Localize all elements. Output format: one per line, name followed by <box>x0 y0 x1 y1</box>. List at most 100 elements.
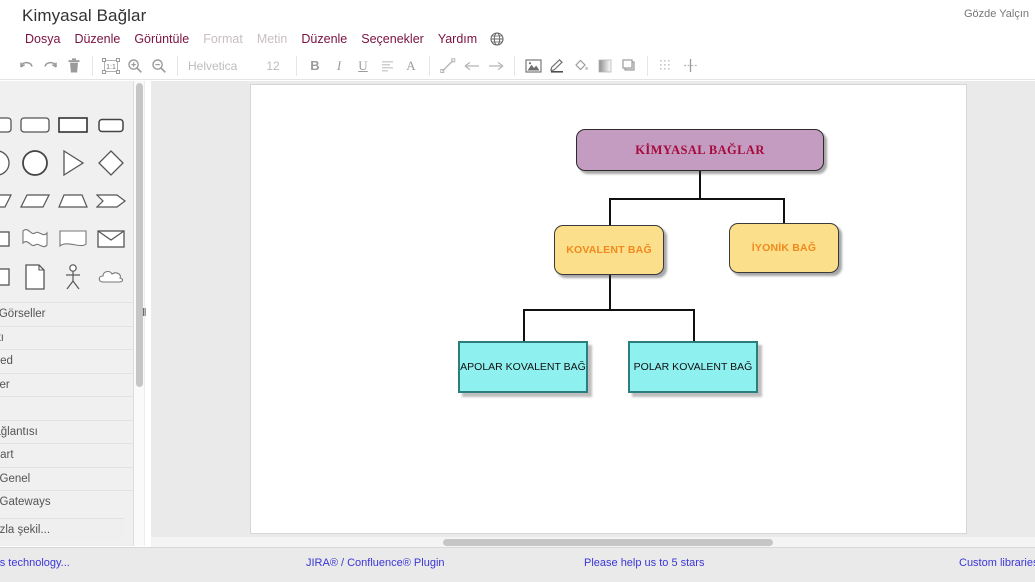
rectangle-shape <box>0 231 10 247</box>
toolbar-divider <box>296 55 297 76</box>
triangle-shape <box>63 149 85 177</box>
shape-diamond[interactable] <box>92 144 130 182</box>
list-item[interactable]: N Genel <box>0 466 133 490</box>
list-item[interactable]: chart <box>0 443 133 467</box>
list-item[interactable]: ıntı <box>0 325 133 349</box>
shape-actor[interactable] <box>54 258 92 296</box>
diagram-node-apolar-kovalent-bag[interactable]: APOLAR KOVALENT BAĞ <box>458 341 588 393</box>
sidebar-scrollbar-thumb[interactable] <box>136 83 143 387</box>
toolbar-divider <box>514 55 515 76</box>
canvas-horizontal-scrollbar-thumb[interactable] <box>443 539 773 546</box>
footer-link-jira-plugin[interactable]: JIRA® / Confluence® Plugin <box>306 557 445 569</box>
list-item[interactable]: eller <box>0 372 133 396</box>
canvas-area[interactable]: KİMYASAL BAĞLAR KOVALENT BAĞ İYONİK BAĞ … <box>151 81 1035 536</box>
image-icon <box>524 58 542 73</box>
shapes-sidebar[interactable]: & Görseller ıntı nced eller bağlantısı c… <box>0 81 134 546</box>
shape-envelope[interactable] <box>92 220 130 258</box>
rectangle-shape <box>0 268 10 286</box>
font-color-button[interactable]: A <box>399 55 423 77</box>
undo-button[interactable] <box>14 55 38 77</box>
menu-item-dosya[interactable]: Dosya <box>25 32 61 46</box>
shape-page[interactable] <box>16 258 54 296</box>
shape-rounded-rectangle[interactable] <box>16 106 54 144</box>
circle-shape <box>22 150 48 176</box>
shape-trapezoid[interactable] <box>54 182 92 220</box>
menu-item-format: Format <box>203 32 243 46</box>
page-shape <box>25 264 45 290</box>
toolbar-divider <box>177 55 178 76</box>
italic-button[interactable]: I <box>327 55 351 77</box>
globe-icon <box>490 32 504 46</box>
arrow-left-button[interactable] <box>460 55 484 77</box>
arrow-right-button[interactable] <box>484 55 508 77</box>
zoom-out-icon <box>152 58 166 73</box>
shape-circle[interactable] <box>16 144 54 182</box>
align-button[interactable] <box>375 55 399 77</box>
diamond-shape <box>98 150 124 176</box>
footer-link-technology[interactable]: t this technology... <box>0 557 70 569</box>
trapezoid-shape <box>58 194 88 208</box>
fit-page-button[interactable]: 1:1 <box>99 55 123 77</box>
node-label: POLAR KOVALENT BAĞ <box>633 361 753 373</box>
list-item[interactable] <box>0 396 133 420</box>
shape-rounded-rectangle[interactable] <box>92 106 130 144</box>
shape-circle[interactable] <box>0 144 16 182</box>
menu-item-duzenle-2[interactable]: Düzenle <box>301 32 348 46</box>
footer-link-rate-stars[interactable]: Please help us to 5 stars <box>584 557 705 569</box>
font-family-select[interactable]: Helvetica <box>188 58 238 73</box>
shape-chevron[interactable] <box>92 182 130 220</box>
shape-cloud[interactable] <box>92 258 130 296</box>
diagram-page[interactable]: KİMYASAL BAĞLAR KOVALENT BAĞ İYONİK BAĞ … <box>250 84 967 534</box>
grid-icon <box>660 59 670 70</box>
zoom-out-button[interactable] <box>147 55 171 77</box>
sidebar-collapse-handle[interactable]: ‖ <box>142 307 148 319</box>
fill-bucket-icon <box>575 59 589 71</box>
diagram-node-kimyasal-baglar[interactable]: KİMYASAL BAĞLAR <box>576 129 824 171</box>
shape-rounded-rectangle[interactable] <box>0 106 16 144</box>
line-color-button[interactable] <box>545 55 569 77</box>
grid-button[interactable] <box>654 55 678 77</box>
shape-parallelogram[interactable] <box>0 182 16 220</box>
menu-item-secenekler[interactable]: Seçenekler <box>361 32 424 46</box>
footer-link-custom-libraries[interactable]: Custom libraries <box>959 557 1035 569</box>
app-header: Kimyasal Bağlar Gözde Yalçın Dosya Düzen… <box>0 0 1035 52</box>
shape-rectangle[interactable] <box>54 106 92 144</box>
zoom-in-button[interactable] <box>123 55 147 77</box>
underline-label: U <box>358 57 368 73</box>
menu-item-duzenle[interactable]: Düzenle <box>74 32 121 46</box>
list-item[interactable]: nced <box>0 349 133 373</box>
connector-to-iyonik <box>783 198 785 224</box>
sidebar-scrollbar[interactable] <box>134 81 145 546</box>
list-item[interactable]: bağlantısı <box>0 419 133 443</box>
delete-button[interactable] <box>62 55 86 77</box>
font-size-select[interactable]: 12 <box>266 58 280 73</box>
shadow-button[interactable] <box>617 55 641 77</box>
language-button[interactable] <box>484 32 510 46</box>
shape-parallelogram[interactable] <box>16 182 54 220</box>
more-shapes-button[interactable]: fazla şekil... <box>0 518 124 540</box>
underline-button[interactable]: U <box>351 55 375 77</box>
fill-color-button[interactable] <box>569 55 593 77</box>
menu-item-goruntule[interactable]: Görüntüle <box>134 32 190 46</box>
shape-wave[interactable] <box>16 220 54 258</box>
canvas-horizontal-scrollbar[interactable] <box>151 536 1035 547</box>
diagram-node-iyonik-bag[interactable]: İYONİK BAĞ <box>729 223 839 273</box>
shape-rectangle[interactable] <box>0 258 16 296</box>
waypoints-button[interactable] <box>678 55 702 77</box>
list-item[interactable]: & Görseller <box>0 302 133 326</box>
diagram-node-polar-kovalent-bag[interactable]: POLAR KOVALENT BAĞ <box>628 341 758 393</box>
shape-row <box>0 258 133 296</box>
diagram-node-kovalent-bag[interactable]: KOVALENT BAĞ <box>554 225 664 275</box>
shape-document[interactable] <box>54 220 92 258</box>
redo-button[interactable] <box>38 55 62 77</box>
rounded-rectangle-shape <box>98 118 124 132</box>
connector-root-vertical <box>699 171 701 199</box>
gradient-button[interactable] <box>593 55 617 77</box>
line-button[interactable] <box>436 55 460 77</box>
bold-button[interactable]: B <box>303 55 327 77</box>
list-item[interactable]: N Gateways <box>0 490 133 514</box>
insert-image-button[interactable] <box>521 55 545 77</box>
menu-item-yardim[interactable]: Yardım <box>437 32 478 46</box>
shape-triangle[interactable] <box>54 144 92 182</box>
shape-rectangle[interactable] <box>0 220 16 258</box>
